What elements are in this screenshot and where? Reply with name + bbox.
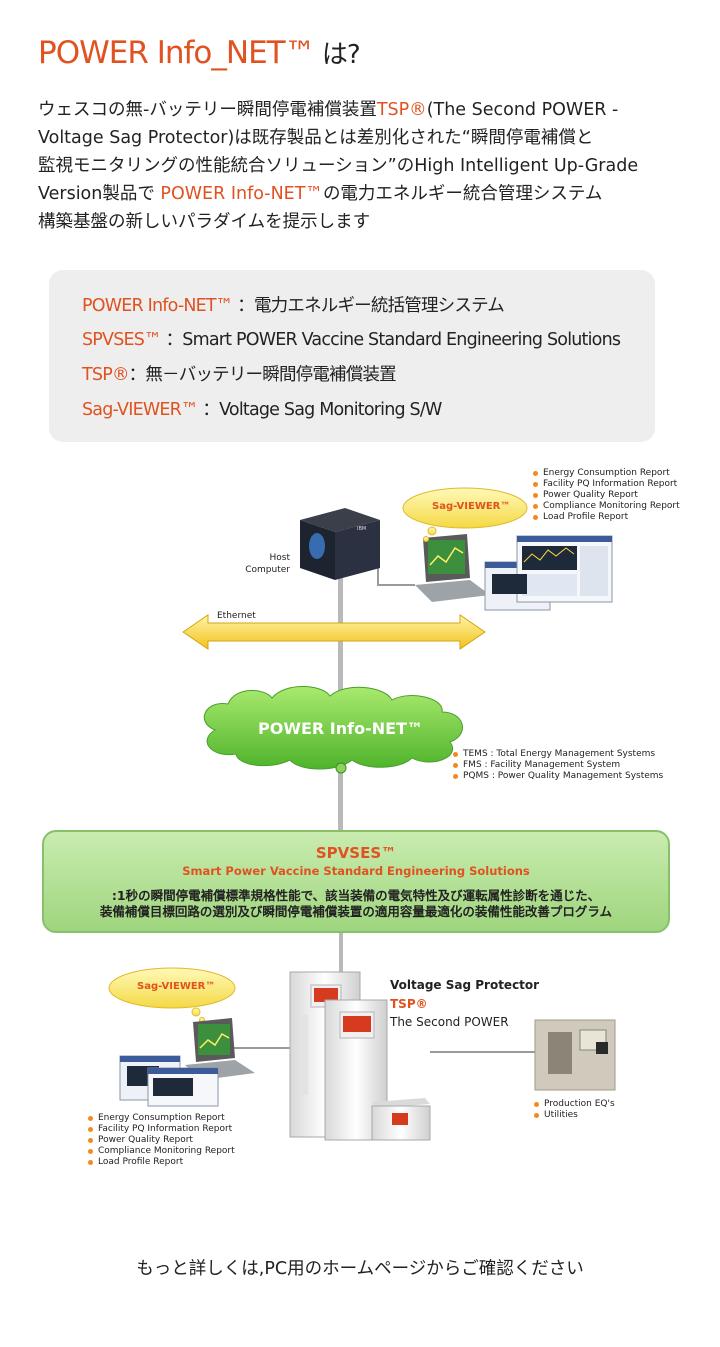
report-item: Load Profile Report	[533, 512, 680, 523]
intro-line: 構築基盤の新しいパラダイムを提示します	[38, 212, 371, 232]
ethernet-arrow	[182, 614, 486, 650]
sag-viewer-label: Sag-VIEWER™	[432, 501, 511, 512]
intro-text: の電力エネルギー統合管理システム	[322, 184, 603, 204]
server-brand: IBM	[357, 526, 366, 532]
spvses-title: SPVSES™	[315, 844, 397, 862]
systems-list: TEMS : Total Energy Management Systems F…	[453, 749, 663, 782]
ethernet-label: Ethernet	[217, 611, 256, 621]
intro-paragraph: ウェスコの無-バッテリー瞬間停電補償装置TSP®(The Second POWE…	[38, 96, 708, 236]
tsp-rack-unit	[371, 1098, 431, 1141]
definition-desc: ：無－バッテリー瞬間停電補償装置	[128, 365, 397, 385]
spvses-desc-line: 装備補償目標回路の選別及び瞬間停電補償装置の適用容量最適化の装備性能改善プログラ…	[99, 904, 613, 919]
definition-item: TSP®：無－バッテリー瞬間停電補償装置	[82, 361, 397, 386]
definition-term: POWER Info-NET™	[82, 296, 233, 316]
definition-term: TSP®	[82, 365, 129, 385]
page-title: POWER Info_NET™ は?	[38, 34, 361, 71]
report-item: Compliance Monitoring Report	[88, 1146, 235, 1157]
production-list: Production EQ's Utilities	[534, 1099, 615, 1121]
intro-text: (The Second POWER -	[426, 100, 619, 120]
report-item: Load Profile Report	[88, 1157, 235, 1168]
bottom-sag-viewer-label: Sag-VIEWER™	[137, 981, 216, 992]
production-equipment-image	[534, 1019, 616, 1091]
intro-text: ウェスコの無-バッテリー瞬間停電補償装置	[38, 100, 377, 120]
definitions-panel	[49, 270, 655, 442]
footer-note: もっと詳しくは,PC用のホームページからご確認ください	[136, 1259, 584, 1279]
spvses-desc-line: :1秒の瞬間停電補償標準規格性能で、該当装備の電気特性及び運転属性診断を通じた、	[111, 888, 601, 903]
host-server-icon: IBM	[300, 508, 380, 580]
report-item: Energy Consumption Report	[533, 468, 680, 479]
intro-line: 監視モニタリングの性能統合ソリューション”のHigh Intelligent U…	[38, 156, 639, 176]
vsp-label: Voltage Sag Protector	[390, 978, 540, 992]
spvses-panel: SPVSES™ Smart Power Vaccine Standard Eng…	[42, 830, 670, 933]
report-item: Energy Consumption Report	[88, 1113, 235, 1124]
definition-item: SPVSES™ ：Smart POWER Vaccine Standard En…	[82, 326, 621, 351]
definition-desc: ：Smart POWER Vaccine Standard Engineerin…	[160, 330, 621, 350]
report-screens	[484, 535, 613, 611]
intro-text: Version製品で	[38, 184, 161, 204]
definition-term: Sag-VIEWER™	[82, 400, 198, 420]
intro-tsp-highlight: TSP®	[376, 100, 427, 120]
spvses-description: :1秒の瞬間停電補償標準規格性能で、該当装備の電気特性及び運転属性診断を通じた、…	[44, 888, 668, 920]
title-brand: POWER Info_NET™	[38, 35, 316, 71]
title-suffix: は?	[314, 40, 361, 70]
bottom-report-list: Energy Consumption Report Facility PQ In…	[88, 1113, 235, 1168]
second-power-label: The Second POWER	[390, 1015, 509, 1029]
laptop-icon	[415, 534, 490, 602]
definition-term: SPVSES™	[82, 330, 162, 350]
host-laptop-connector	[377, 560, 415, 586]
system-item: TEMS : Total Energy Management Systems	[453, 749, 663, 760]
report-item: Power Quality Report	[533, 490, 680, 501]
sag-viewer-bubble	[402, 487, 528, 542]
system-item: FMS : Facility Management System	[453, 760, 663, 771]
report-item: Power Quality Report	[88, 1135, 235, 1146]
definition-item: Sag-VIEWER™ ：Voltage Sag Monitoring S/W	[82, 396, 442, 421]
report-item: Facility PQ Information Report	[533, 479, 680, 490]
production-item: Production EQ's	[534, 1099, 615, 1110]
definition-desc: ：電力エネルギー統括管理システム	[232, 296, 504, 316]
tsp-label: TSP®	[390, 997, 428, 1011]
host-computer-label: Host Computer	[245, 553, 290, 575]
bottom-connectors	[230, 933, 535, 1053]
definition-desc: ：Voltage Sag Monitoring S/W	[197, 400, 442, 420]
spvses-subtitle: Smart Power Vaccine Standard Engineering…	[182, 864, 530, 878]
cloud-label: POWER Info-NET™	[258, 719, 423, 738]
intro-brand-highlight: POWER Info-NET™	[160, 184, 323, 204]
bottom-report-screens	[119, 1055, 219, 1107]
bottom-sag-viewer-bubble	[108, 967, 236, 1023]
intro-line: Voltage Sag Protector)は既存製品とは差別化された“瞬間停電…	[38, 128, 594, 148]
definition-item: POWER Info-NET™ ：電力エネルギー統括管理システム	[82, 292, 505, 317]
report-item: Facility PQ Information Report	[88, 1124, 235, 1135]
power-info-net-cloud	[203, 686, 463, 774]
top-report-list: Energy Consumption Report Facility PQ In…	[533, 468, 680, 523]
production-item: Utilities	[534, 1110, 615, 1121]
report-item: Compliance Monitoring Report	[533, 501, 680, 512]
system-item: PQMS : Power Quality Management Systems	[453, 771, 663, 782]
